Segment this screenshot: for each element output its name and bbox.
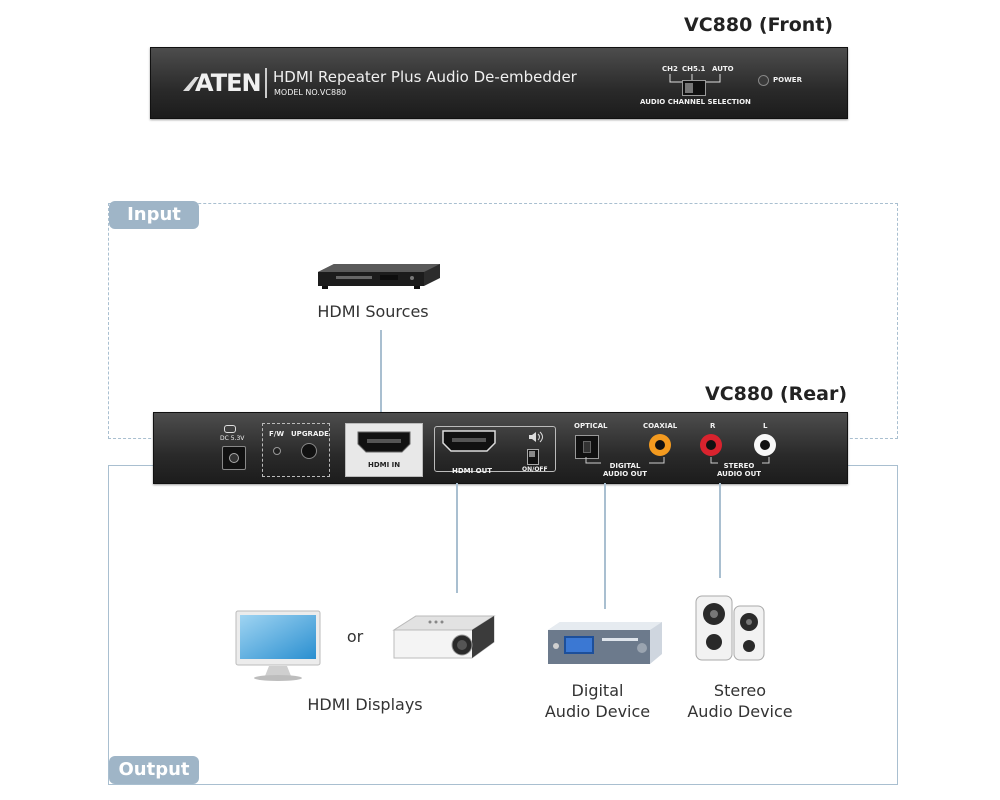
hdmi-in-port[interactable] xyxy=(357,431,411,453)
logo-divider xyxy=(265,68,267,98)
projector-icon xyxy=(392,615,496,659)
rear-panel: DC 5.3V F/W UPGRADE HDMI IN HDMI OUT ON/… xyxy=(153,412,848,484)
digital-bracket xyxy=(585,457,665,464)
l-jack[interactable] xyxy=(754,434,776,456)
speaker-icon xyxy=(733,605,765,661)
stereo-bracket xyxy=(710,457,770,464)
dc-jack[interactable] xyxy=(222,446,246,470)
hdmi-out-label: HDMI OUT xyxy=(452,467,493,475)
optical-label: OPTICAL xyxy=(574,422,608,430)
dc-polarity-icon xyxy=(224,425,236,433)
r-label: R xyxy=(710,422,716,430)
speaker-icon xyxy=(695,595,733,661)
switch-option-ch51: CH5.1 xyxy=(682,65,706,73)
hdmi-in-label: HDMI IN xyxy=(368,461,401,469)
audio-receiver-icon xyxy=(548,622,662,664)
volume-icon xyxy=(529,431,543,443)
digital-out-line xyxy=(604,483,606,609)
hdmi-sources-caption: HDMI Sources xyxy=(317,302,429,321)
coaxial-label: COAXIAL xyxy=(643,422,678,430)
power-label: POWER xyxy=(773,76,802,84)
digital-audio-device-caption: Digital Audio Device xyxy=(544,681,651,721)
upgrade-label: UPGRADE xyxy=(291,430,329,438)
hdmi-displays-caption: HDMI Displays xyxy=(307,695,423,714)
switch-label: AUDIO CHANNEL SELECTION xyxy=(640,98,751,106)
front-title: VC880 (Front) xyxy=(684,14,834,36)
digital-audio-label: DIGITAL AUDIO OUT xyxy=(602,462,648,478)
power-led xyxy=(758,75,769,86)
hdmi-out-box xyxy=(434,426,556,472)
monitor-icon xyxy=(235,610,321,681)
aten-swoosh-icon xyxy=(183,77,199,91)
hdmi-audio-switch[interactable] xyxy=(527,449,539,465)
switch-option-ch2: CH2 xyxy=(662,65,678,73)
rear-title: VC880 (Rear) xyxy=(705,383,847,405)
audio-channel-switch[interactable] xyxy=(682,80,706,96)
input-connector-line xyxy=(380,330,382,412)
product-name: HDMI Repeater Plus Audio De-embedder xyxy=(273,68,577,86)
upgrade-port[interactable] xyxy=(301,443,317,459)
output-frame xyxy=(108,465,898,785)
speakers-icon xyxy=(695,595,765,661)
stereo-audio-device-caption: Stereo Audio Device xyxy=(687,681,793,721)
fw-upgrade-box xyxy=(262,423,330,477)
stereo-audio-label: STEREO AUDIO OUT xyxy=(716,462,762,478)
r-jack[interactable] xyxy=(700,434,722,456)
onoff-label: ON/OFF xyxy=(522,466,548,473)
brand-name: ATEN xyxy=(195,69,262,97)
front-panel: ATEN HDMI Repeater Plus Audio De-embedde… xyxy=(150,47,848,119)
model-number: MODEL NO.VC880 xyxy=(274,88,347,97)
hdmi-out-port[interactable] xyxy=(442,430,496,452)
input-tab: Input xyxy=(109,201,199,229)
dvd-player-icon xyxy=(318,264,440,289)
or-text: or xyxy=(346,627,364,646)
coaxial-jack[interactable] xyxy=(649,434,671,456)
fw-switch[interactable] xyxy=(273,447,281,455)
fw-label: F/W xyxy=(269,430,285,438)
dc-label: DC 5.3V xyxy=(220,435,245,442)
output-tab: Output xyxy=(109,756,199,784)
hdmi-out-line xyxy=(456,483,458,593)
switch-option-auto: AUTO xyxy=(712,65,734,73)
l-label: L xyxy=(763,422,768,430)
stereo-out-line xyxy=(719,483,721,578)
optical-port[interactable] xyxy=(575,435,599,459)
